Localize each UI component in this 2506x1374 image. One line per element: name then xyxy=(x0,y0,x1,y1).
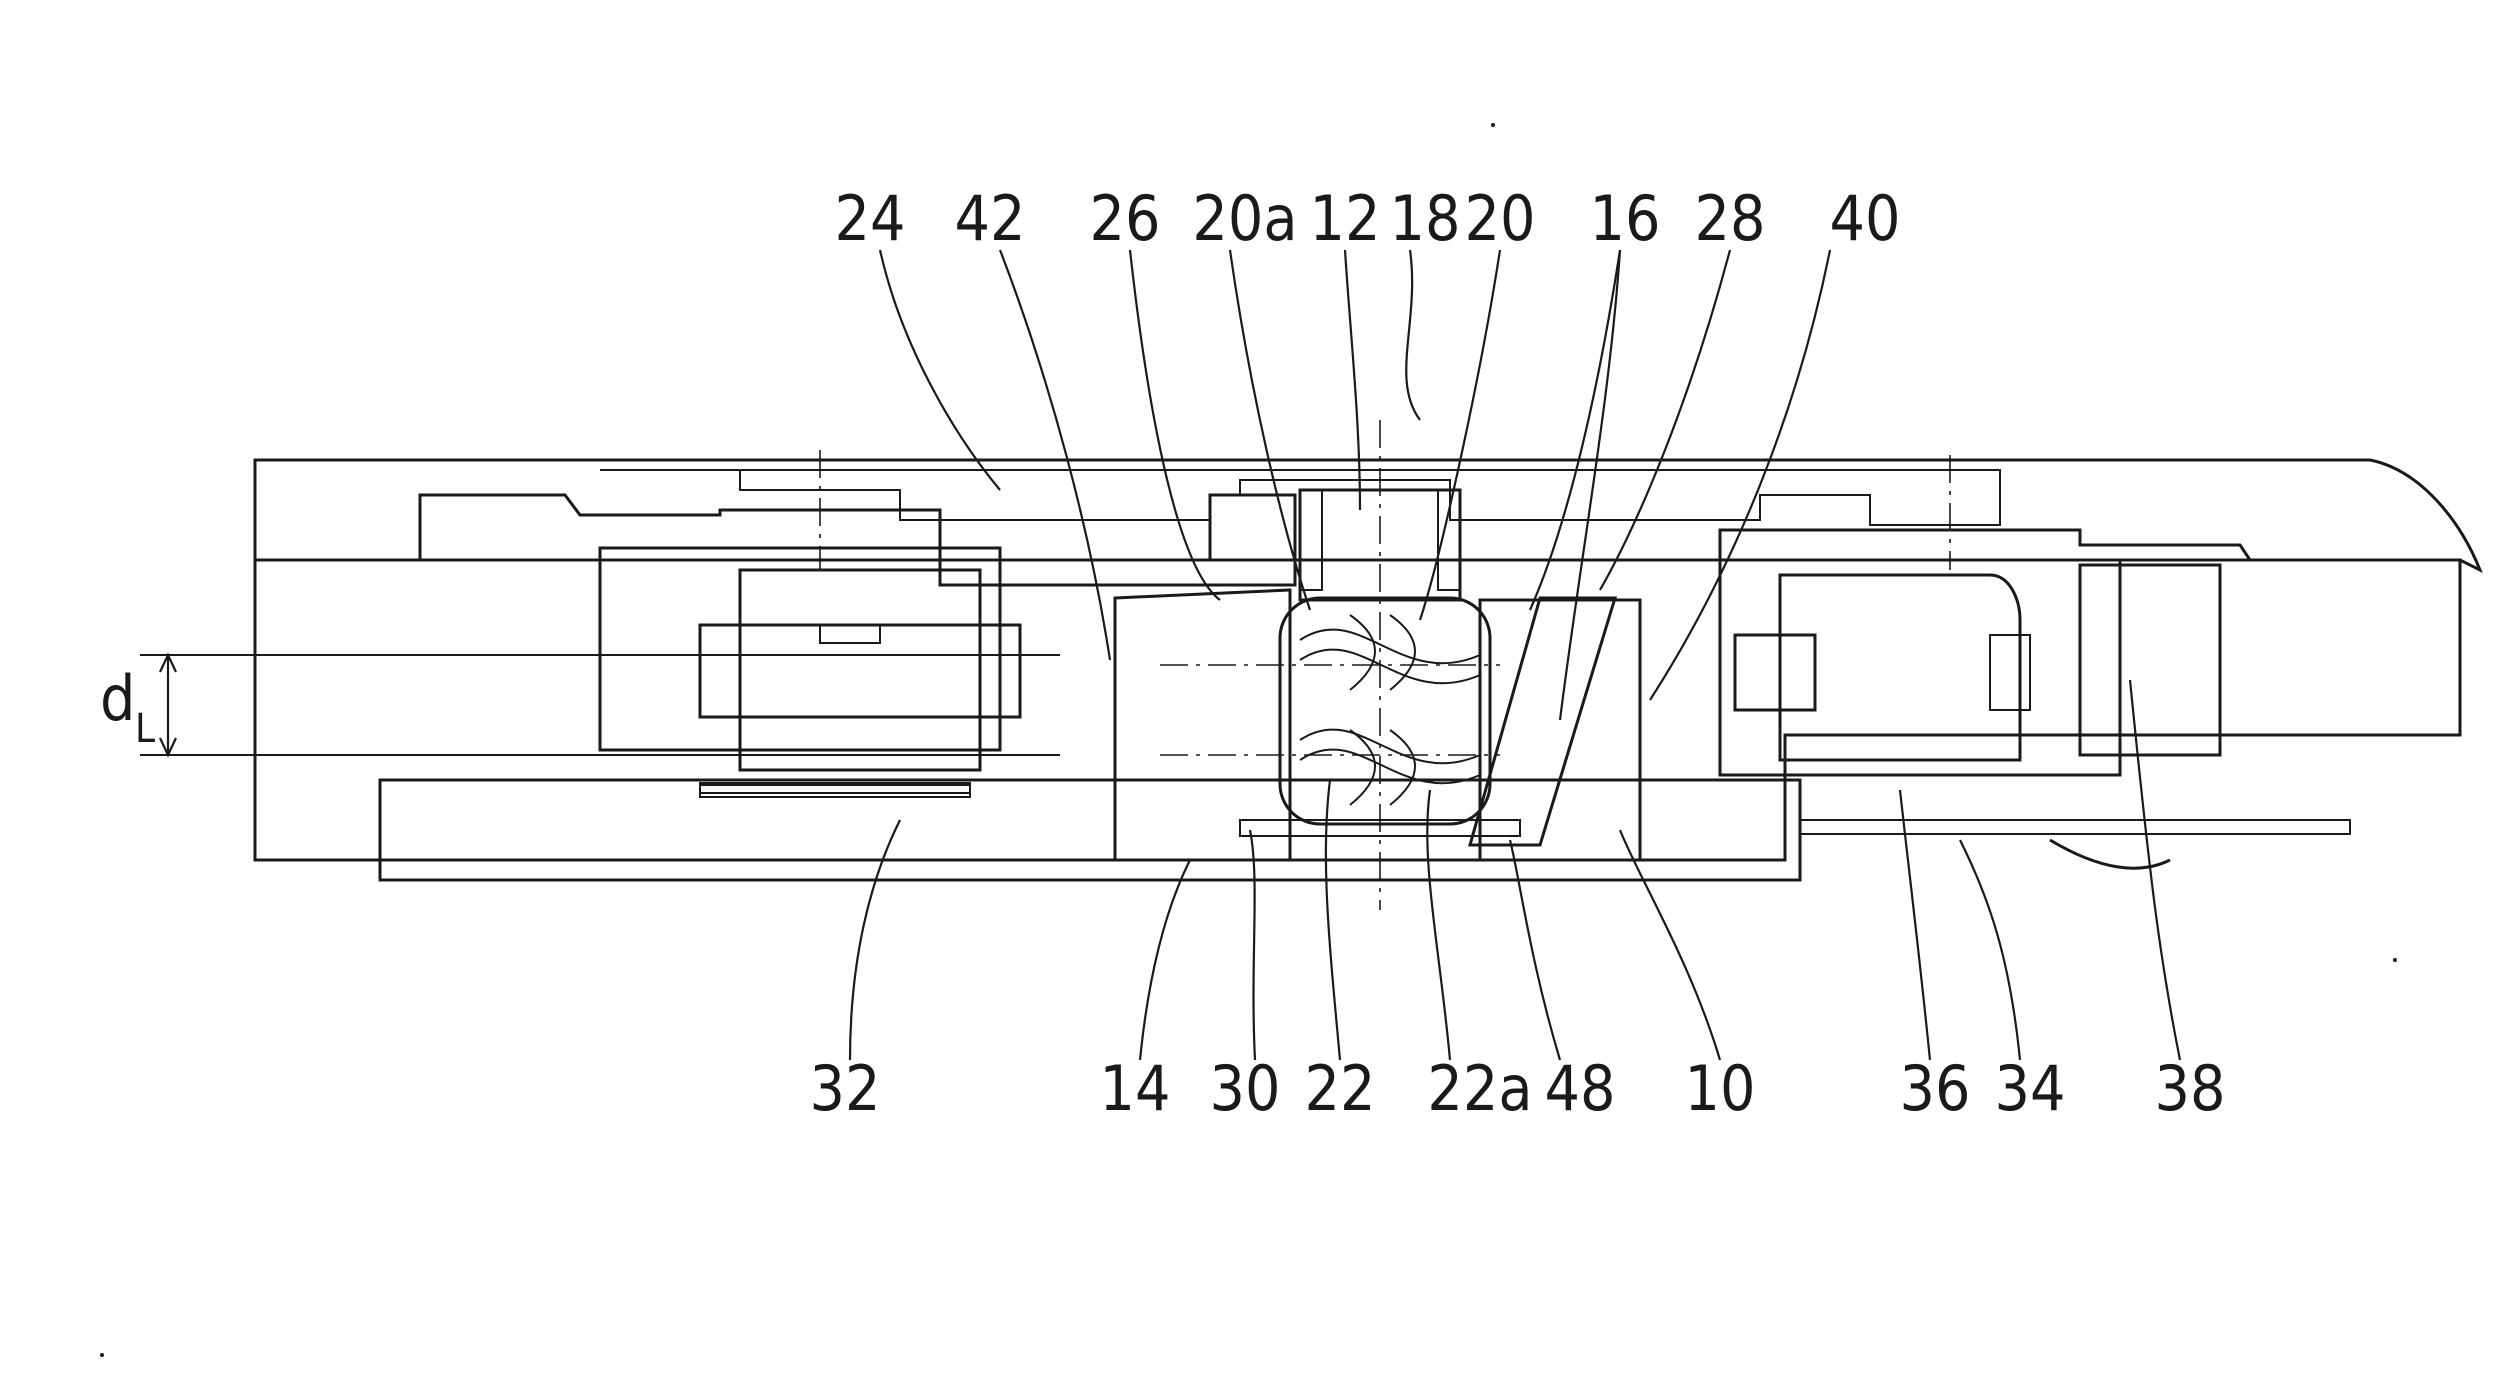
right-motor-assembly xyxy=(1720,560,2350,868)
rotor-20-22 xyxy=(1280,598,1490,824)
ref-label-48: 48 xyxy=(1545,1052,1616,1125)
top-reference-labels: 24 42 26 20a121820 16 28 40 xyxy=(835,182,1901,255)
ref-label-16: 16 xyxy=(1590,182,1661,255)
dimension-subscript: L xyxy=(135,706,155,752)
housing-lower xyxy=(255,560,2460,880)
ref-label-14: 14 xyxy=(1100,1052,1171,1125)
top-leader-lines xyxy=(880,250,1830,720)
bottom-reference-labels: 32 14 30 22 22a48 10 36 34 38 xyxy=(810,1052,2226,1125)
ref-label-24: 24 xyxy=(835,182,906,255)
ref-label-42: 42 xyxy=(955,182,1026,255)
ref-label-28: 28 xyxy=(1695,182,1766,255)
speck-mark xyxy=(1491,123,1495,127)
ref-label-38: 38 xyxy=(2155,1052,2226,1125)
ref-label-30: 30 xyxy=(1210,1052,1281,1125)
ref-label-12: 12 xyxy=(1310,182,1381,255)
dimension-dl: d L xyxy=(100,655,1060,755)
ref-label-10: 10 xyxy=(1685,1052,1756,1125)
ref-label-32: 32 xyxy=(810,1052,881,1125)
ref-label-20: 20 xyxy=(1465,182,1536,255)
bottom-leader-lines xyxy=(850,680,2180,1060)
speck-mark xyxy=(100,1353,104,1357)
ref-label-22: 22 xyxy=(1305,1052,1376,1125)
ref-label-26: 26 xyxy=(1090,182,1161,255)
dimension-label: d xyxy=(100,662,135,735)
ref-label-22a: 22a xyxy=(1427,1052,1532,1125)
ref-label-18: 18 xyxy=(1390,182,1461,255)
ref-label-20a: 20a xyxy=(1192,182,1297,255)
ref-label-34: 34 xyxy=(1995,1052,2066,1125)
central-bearing-block xyxy=(1115,590,1640,860)
speck-mark xyxy=(2393,958,2397,962)
ref-label-36: 36 xyxy=(1900,1052,1971,1125)
ref-label-40: 40 xyxy=(1830,182,1901,255)
